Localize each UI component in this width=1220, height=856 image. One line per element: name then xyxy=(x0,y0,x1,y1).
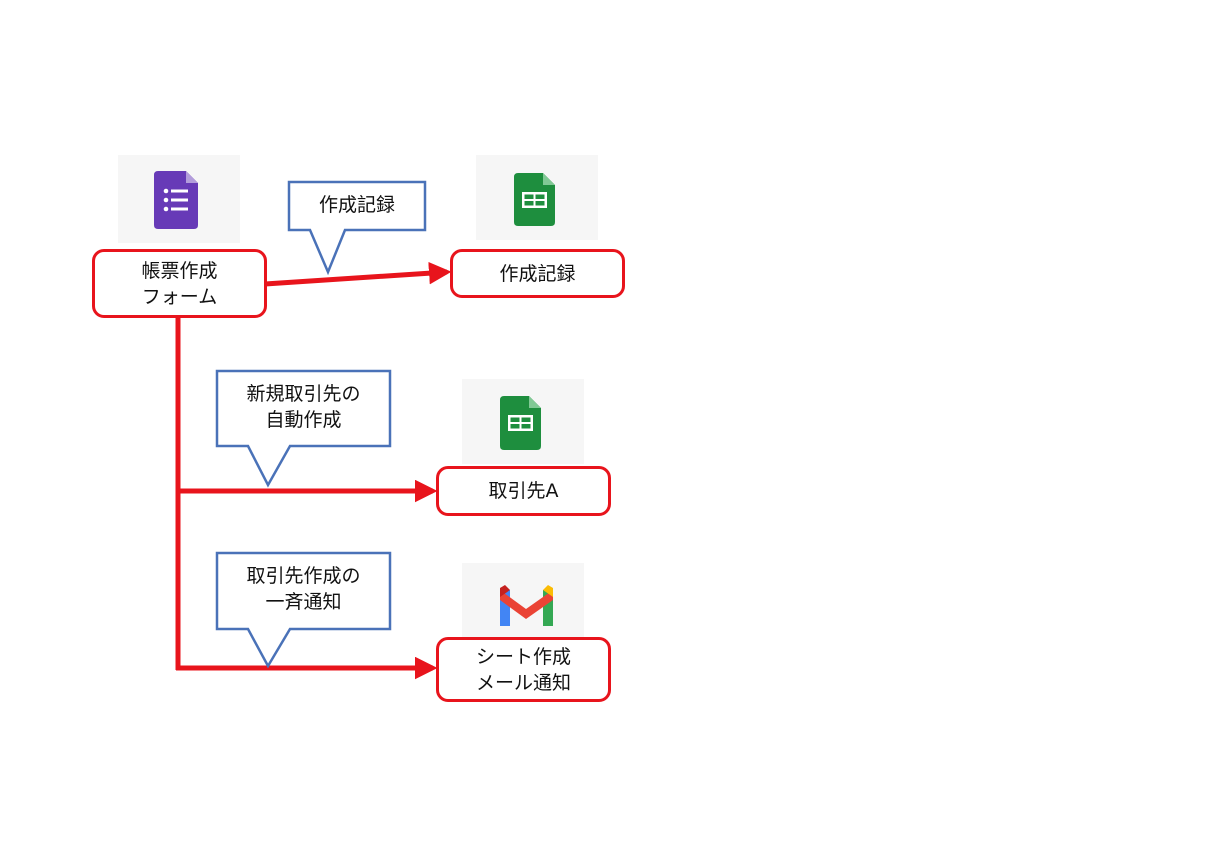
gmail-icon xyxy=(500,585,553,626)
node-mail: シート作成 メール通知 xyxy=(436,637,611,702)
google-sheets-icon xyxy=(514,173,555,226)
node-mail-line2: メール通知 xyxy=(475,671,571,694)
callout-mail-line1: 取引先作成の xyxy=(246,565,361,587)
callout-client-line2: 自動作成 xyxy=(265,409,342,431)
node-form-line1: 帳票作成 xyxy=(141,259,218,282)
callout-client: 新規取引先の 自動作成 xyxy=(217,381,390,433)
node-record: 作成記録 xyxy=(450,249,625,298)
node-client-label: 取引先A xyxy=(488,480,559,502)
google-sheets-icon xyxy=(500,396,541,450)
google-forms-icon xyxy=(154,171,198,229)
callout-record-shape xyxy=(287,180,427,276)
callout-mail-line2: 一斉通知 xyxy=(265,591,342,613)
node-form-line2: フォーム xyxy=(141,285,218,308)
callout-mail: 取引先作成の 一斉通知 xyxy=(217,563,390,615)
callout-record-line1: 作成記録 xyxy=(318,194,395,216)
arrow-form-to-record xyxy=(264,261,452,287)
callout-client-line1: 新規取引先の xyxy=(246,383,361,405)
node-form: 帳票作成 フォーム xyxy=(92,249,267,318)
gmail-icon-tile xyxy=(462,563,584,637)
node-mail-line1: シート作成 xyxy=(475,645,571,668)
callout-client-shape xyxy=(215,369,392,488)
callout-mail-shape xyxy=(215,551,392,669)
node-client: 取引先A xyxy=(436,466,611,516)
node-record-label: 作成記録 xyxy=(499,262,576,285)
callout-record: 作成記録 xyxy=(289,192,425,218)
